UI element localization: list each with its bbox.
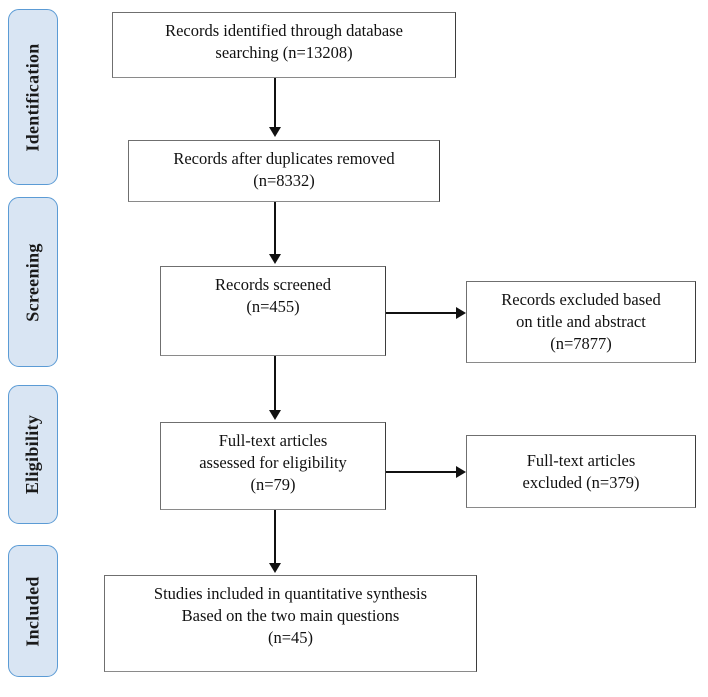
connector-duplicates-to-screened xyxy=(274,202,276,256)
box-fulltext-assessed-text: Full-text articles assessed for eligibil… xyxy=(199,431,347,494)
connector-screened-to-excluded xyxy=(386,312,458,314)
stage-label-screening-text: Screening xyxy=(22,242,43,322)
connector-fulltext-to-included xyxy=(274,510,276,565)
stage-label-eligibility-text: Eligibility xyxy=(22,414,43,495)
box-records-identified: Records identified through database sear… xyxy=(112,12,456,78)
stage-label-screening: Screening xyxy=(8,197,58,367)
stage-label-eligibility: Eligibility xyxy=(8,385,58,524)
connector-screened-to-fulltext xyxy=(274,356,276,412)
box-studies-included-text: Studies included in quantitative synthes… xyxy=(153,584,428,647)
connector-identified-to-duplicates xyxy=(274,78,276,129)
box-records-excluded-text: Records excluded based on title and abst… xyxy=(501,290,661,353)
box-fulltext-assessed: Full-text articles assessed for eligibil… xyxy=(160,422,386,510)
arrowhead-screened-to-fulltext xyxy=(268,410,281,420)
arrowhead-duplicates-to-screened xyxy=(268,254,281,264)
stage-label-included: Included xyxy=(8,545,58,677)
box-fulltext-excluded: Full-text articles excluded (n=379) xyxy=(466,435,696,508)
connector-fulltext-to-excluded xyxy=(386,471,458,473)
arrowhead-fulltext-to-included xyxy=(268,563,281,573)
arrowhead-screened-to-excluded xyxy=(456,306,466,319)
box-studies-included: Studies included in quantitative synthes… xyxy=(104,575,477,672)
box-duplicates-removed-text: Records after duplicates removed (n=8332… xyxy=(173,149,395,190)
box-fulltext-excluded-text: Full-text articles excluded (n=379) xyxy=(522,450,640,492)
box-records-screened-text: Records screened (n=455) xyxy=(215,275,331,316)
box-records-excluded: Records excluded based on title and abst… xyxy=(466,281,696,363)
arrowhead-fulltext-to-excluded xyxy=(456,465,466,478)
stage-label-included-text: Included xyxy=(22,575,43,647)
stage-label-identification-text: Identification xyxy=(22,42,43,152)
box-records-screened: Records screened (n=455) xyxy=(160,266,386,356)
stage-label-identification: Identification xyxy=(8,9,58,185)
arrowhead-identified-to-duplicates xyxy=(268,127,281,137)
box-duplicates-removed: Records after duplicates removed (n=8332… xyxy=(128,140,440,202)
box-records-identified-text: Records identified through database sear… xyxy=(165,21,403,62)
